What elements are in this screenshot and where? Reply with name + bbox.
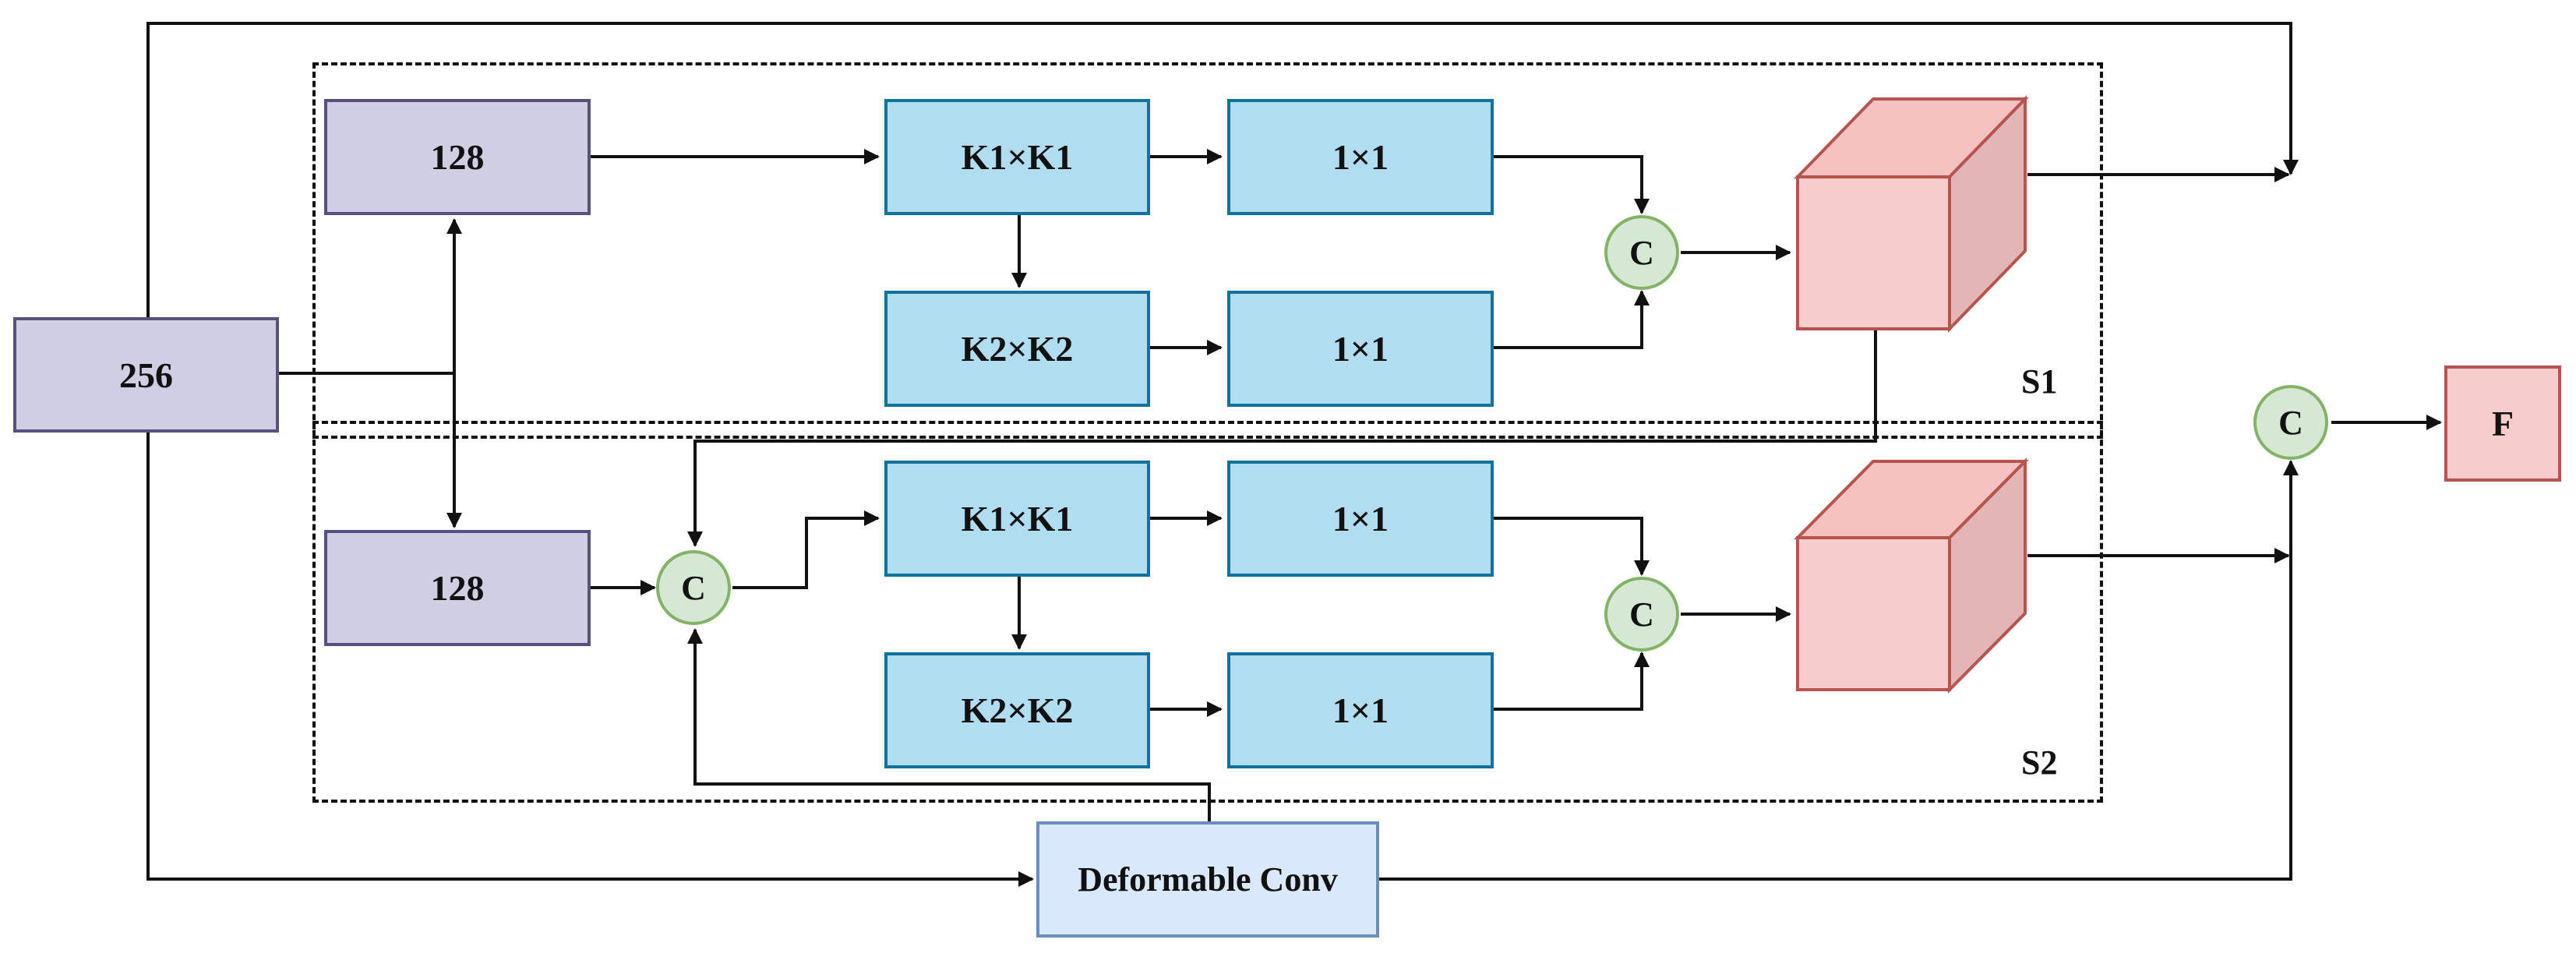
s2-input-concat-node: C [656, 550, 731, 625]
s1-128-block: 128 [324, 99, 591, 215]
final-concat-node: C [2253, 385, 2328, 460]
s2-pw-top-to-concat [1494, 517, 1650, 576]
s2-concat-to-k1 [732, 510, 880, 589]
s1-label: S1 [2021, 362, 2058, 401]
s2-k2xk2-conv: K2×K2 [884, 652, 1150, 768]
s1-cube-to-s2-concat [687, 329, 1877, 547]
s1-group-border [312, 62, 2103, 439]
s2-1x1-conv-top: 1×1 [1227, 461, 1494, 577]
s1-1x1-conv-bottom: 1×1 [1227, 291, 1494, 407]
s2-128-block: 128 [324, 530, 591, 646]
output-f-block: F [2444, 365, 2561, 482]
s1-k1xk1-conv: K1×K1 [884, 99, 1150, 215]
input-256-block: 256 [13, 317, 279, 433]
s2-k1xk1-conv: K1×K1 [884, 461, 1150, 577]
s1-pw-top-to-concat [1494, 155, 1650, 214]
s1-k2xk2-conv: K2×K2 [884, 291, 1150, 407]
outer-top-path [146, 22, 2299, 317]
s2-group-border [312, 421, 2103, 803]
outer-bottom-path [146, 431, 1034, 887]
s2-label: S2 [2021, 743, 2058, 782]
s2-1x1-conv-bottom: 1×1 [1227, 652, 1494, 768]
deform-to-s2-concat [687, 628, 1211, 821]
s2-pw-bottom-to-concat [1494, 652, 1650, 711]
deformable-conv-block: Deformable Conv [1036, 821, 1379, 938]
s1-concat-node: C [1604, 215, 1679, 290]
deform-to-final-path [1379, 460, 2299, 881]
s1-pw-bottom-to-concat [1494, 290, 1650, 349]
s2-concat-node: C [1604, 577, 1679, 652]
s1-1x1-conv-top: 1×1 [1227, 99, 1494, 215]
